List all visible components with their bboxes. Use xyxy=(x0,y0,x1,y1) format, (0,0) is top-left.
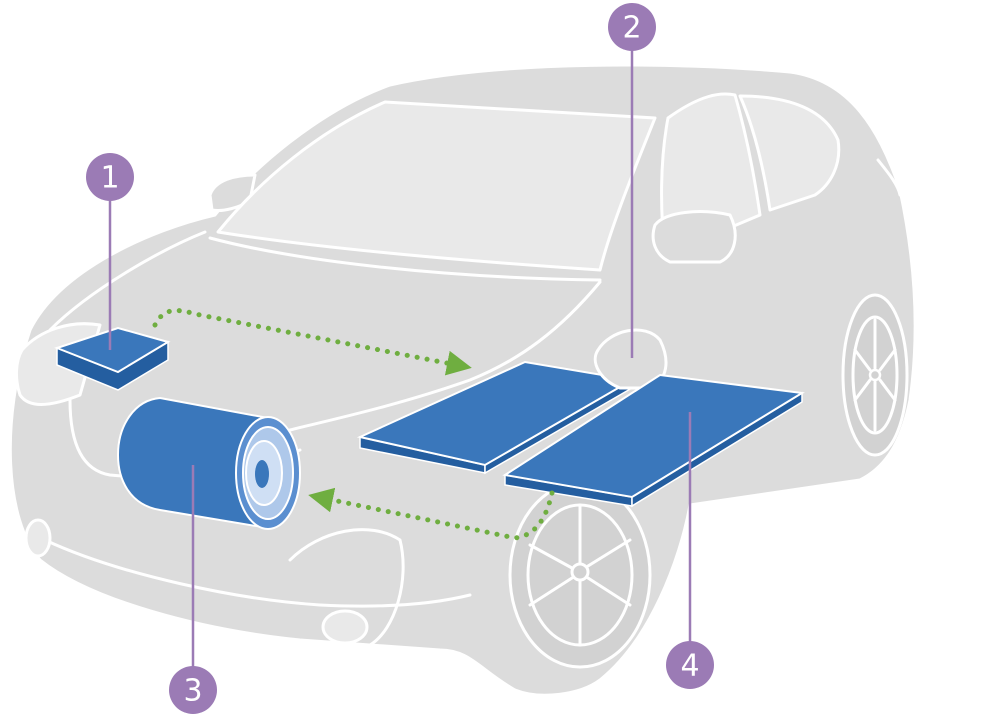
car-illustration xyxy=(8,63,917,697)
side-window-rear xyxy=(738,94,841,212)
battery-panel-left xyxy=(356,360,635,475)
fender-line xyxy=(288,280,602,432)
callout-label-2: 2 xyxy=(622,11,641,46)
left-fog-light xyxy=(24,518,52,558)
callout-label-3: 3 xyxy=(183,674,202,709)
flow-arrow-bottom xyxy=(308,487,555,541)
flow-arrow-top xyxy=(152,308,472,376)
hood-crease xyxy=(208,236,602,282)
component-4-battery-panel xyxy=(502,373,805,508)
component-1-box xyxy=(54,326,171,391)
callout-badge-4: 4 xyxy=(666,641,714,689)
component-3-cylinder xyxy=(116,396,301,530)
hood-line xyxy=(48,230,207,332)
rear-wheel xyxy=(841,293,909,457)
callout-badge-1: 1 xyxy=(86,153,134,201)
component-2-connector xyxy=(593,328,668,390)
bumper-line xyxy=(43,538,472,608)
front-wheel xyxy=(508,481,652,669)
callout-badge-3: 3 xyxy=(169,666,217,714)
callout-label-1: 1 xyxy=(100,161,119,196)
windshield xyxy=(216,100,657,272)
rear-pillar xyxy=(876,158,902,197)
callout-label-4: 4 xyxy=(680,649,699,684)
right-fog-light xyxy=(321,609,369,645)
callout-badge-2: 2 xyxy=(608,3,656,51)
right-mirror xyxy=(651,210,737,264)
bumper-intake xyxy=(288,528,405,647)
